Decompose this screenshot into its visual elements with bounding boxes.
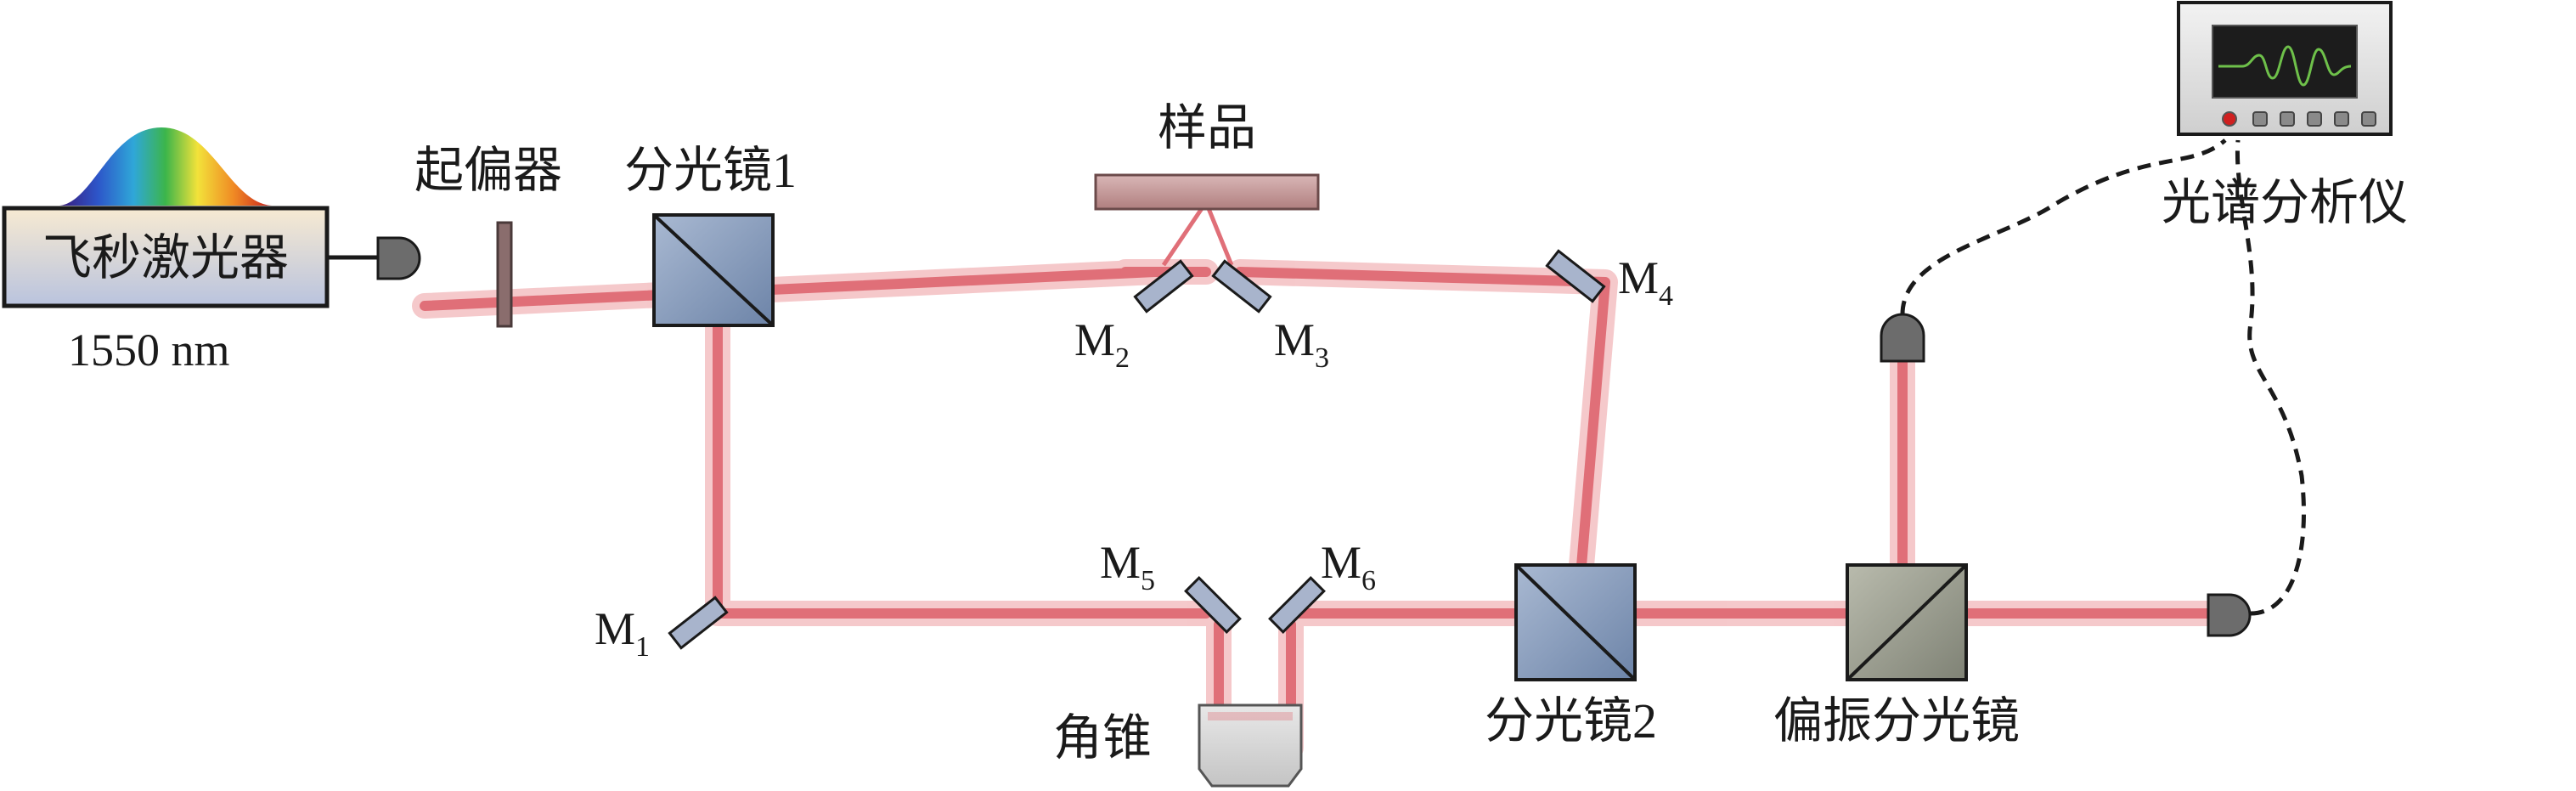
mirror-m2-sub: 2	[1115, 342, 1130, 374]
beamsplitter-1: 分光镜1	[624, 143, 797, 327]
mirror-m5-sub: 5	[1141, 565, 1155, 596]
mirror-m5-letter: M	[1100, 537, 1141, 588]
mirror-m1-sub: 1	[635, 631, 650, 663]
polarizer-label: 起偏器	[414, 143, 562, 198]
mirror-m4-sub: 4	[1659, 280, 1673, 312]
fiber-coupler-right-icon	[2207, 593, 2252, 637]
spectrum-analyzer: 光谱分析仪	[2162, 1, 2408, 230]
corner-cube-label: 角锥	[1053, 710, 1152, 766]
output-coupler-icon	[376, 236, 421, 280]
mirror-m2: M2	[1074, 259, 1194, 374]
analyzer-knobs-icon	[2252, 111, 2376, 127]
analyzer-screen	[2212, 25, 2358, 99]
spectrum-analyzer-label: 光谱分析仪	[2162, 175, 2408, 230]
polarizing-beamsplitter-label: 偏振分光镜	[1773, 693, 2020, 749]
svg-text:M4: M4	[1618, 252, 1673, 312]
wavelength-label: 1550 nm	[68, 325, 230, 376]
mirror-m6-sub: 6	[1361, 565, 1376, 596]
polarizing-beamsplitter: 偏振分光镜	[1773, 563, 2020, 749]
spectrum-trace-icon	[2218, 45, 2352, 87]
corner-cube: 角锥	[1053, 703, 1303, 788]
mirror-m1-letter: M	[595, 603, 635, 654]
mirror-m4-letter: M	[1618, 252, 1659, 303]
fiber-coupler-top-icon	[1880, 313, 1925, 363]
svg-text:M3: M3	[1274, 314, 1329, 374]
spectrum-icon	[59, 127, 272, 206]
svg-text:M2: M2	[1074, 314, 1130, 374]
beamsplitter-1-label: 分光镜1	[624, 143, 797, 198]
beamsplitter-2-label: 分光镜2	[1485, 693, 1657, 749]
power-button-icon	[2222, 111, 2237, 127]
optical-fibers	[1900, 138, 2306, 616]
polarizer: 起偏器	[414, 143, 562, 328]
mirror-m6-letter: M	[1321, 537, 1361, 588]
mirror-m6: M6	[1268, 537, 1376, 634]
beamsplitter-2: 分光镜2	[1485, 563, 1657, 749]
mirror-m5: M5	[1100, 537, 1242, 634]
mirror-m4: M4	[1545, 249, 1673, 312]
svg-text:M5: M5	[1100, 537, 1155, 596]
mirror-m2-letter: M	[1074, 314, 1115, 365]
mirror-m1: M1	[595, 596, 729, 663]
laser-source: 飞秒激光器 1550 nm	[2, 127, 421, 376]
svg-text:M6: M6	[1321, 537, 1376, 596]
sample-label: 样品	[1158, 100, 1256, 155]
mirror-m3-letter: M	[1274, 314, 1315, 365]
mirror-m3-sub: 3	[1315, 342, 1329, 374]
sample: 样品	[1094, 100, 1320, 211]
laser-label: 飞秒激光器	[42, 230, 289, 285]
svg-text:M1: M1	[595, 603, 650, 663]
mirror-m3: M3	[1211, 259, 1329, 374]
